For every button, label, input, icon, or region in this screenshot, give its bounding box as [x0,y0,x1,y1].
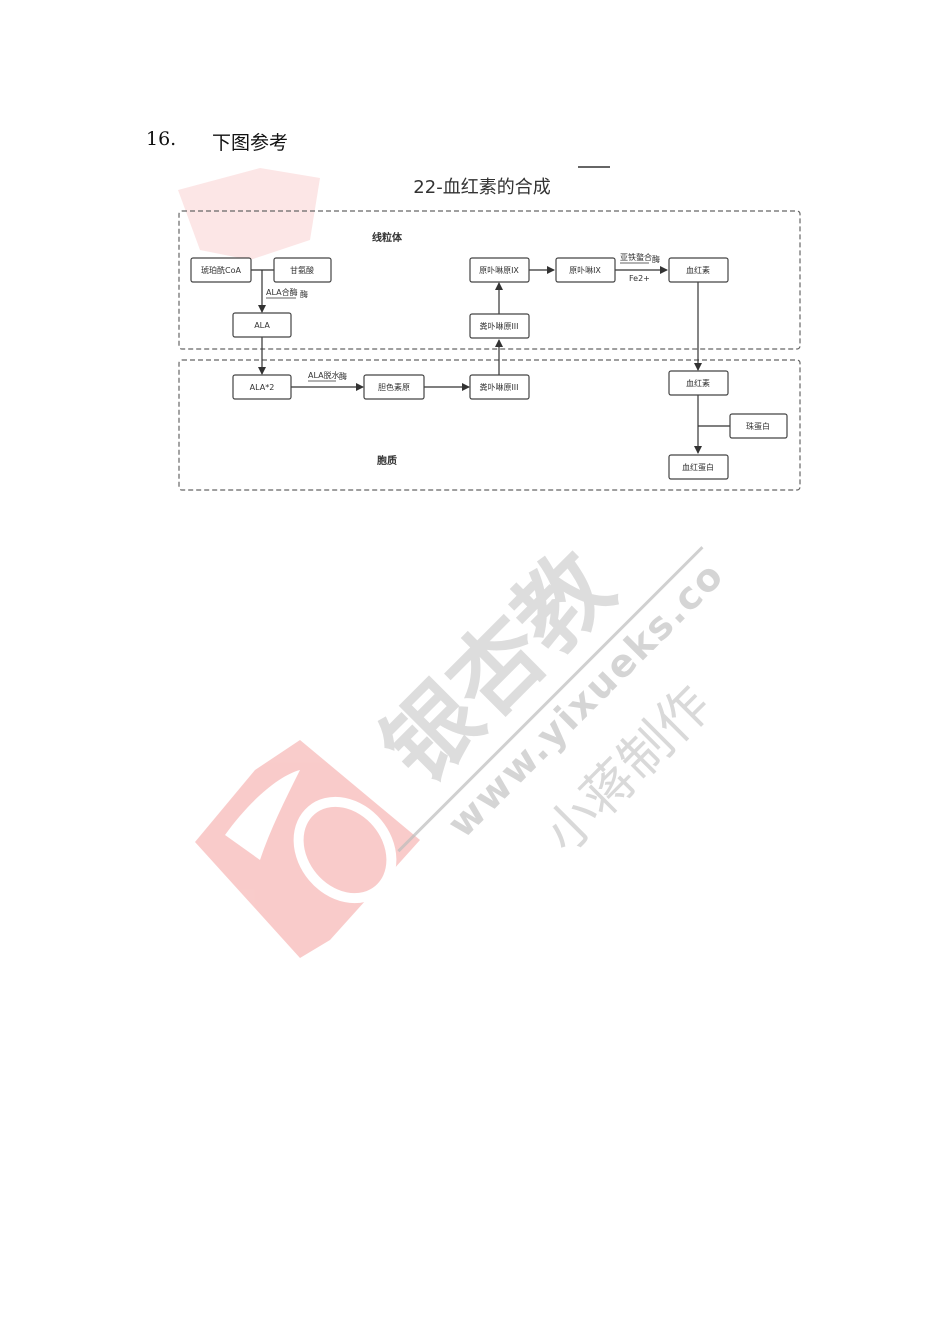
svg-text:琥珀酰CoA: 琥珀酰CoA [201,265,241,275]
watermark-logo-top [178,168,320,260]
node-coproporphyrinogen-mito: 粪卟啉原III [469,313,530,339]
node-protoporphyrin: 原卟啉IX [555,257,616,283]
svg-text:甘氨酸: 甘氨酸 [290,265,314,275]
node-heme-cyto: 血红素 [668,370,729,396]
node-succinyl-coa: 琥珀酰CoA [190,257,252,283]
question-text: 下图参考 [212,132,289,154]
edges [251,266,730,454]
mitochondria-label: 线粒体 [372,231,403,244]
watermark: 银杏教 www.yixueks.co 小蒋制作 [195,532,733,958]
edge-labels: ALA合酶 酶 ALA脱水 酶 亚铁螯合 酶 Fe2+ [266,252,660,382]
label-ferrochelatase: 亚铁螯合 [620,252,652,262]
node-ala-mito: ALA [232,312,292,338]
svg-text:ALA*2: ALA*2 [250,383,275,392]
node-glycine: 甘氨酸 [273,257,332,283]
label-enzyme-1: 酶 [300,289,308,299]
svg-text:粪卟啉原III: 粪卟啉原III [479,382,518,392]
svg-text:血红素: 血红素 [686,265,710,275]
question-number: 16. [146,128,177,150]
node-protoporphyrinogen: 原卟啉原IX [469,257,530,283]
svg-text:粪卟啉原III: 粪卟啉原III [479,321,518,331]
node-ala2: ALA*2 [232,374,292,400]
node-porphobilinogen: 胆色素原 [363,374,425,400]
svg-text:胆色素原: 胆色素原 [378,382,410,392]
svg-text:珠蛋白: 珠蛋白 [746,421,770,431]
node-coproporphyrinogen-cyto: 粪卟啉原III [469,374,530,400]
label-enzyme-2: 酶 [339,371,347,381]
svg-text:原卟啉原IX: 原卟啉原IX [479,265,519,275]
watermark-logo [195,740,420,958]
node-hemoglobin: 血红蛋白 [668,454,729,480]
cytoplasm-region [178,359,801,491]
svg-text:血红素: 血红素 [686,378,710,388]
svg-text:原卟啉IX: 原卟啉IX [569,265,601,275]
node-heme-mito: 血红素 [668,257,729,283]
label-enzyme-3: 酶 [652,254,660,264]
cytoplasm-label: 胞质 [376,454,397,467]
diagram-title: 22-血红素的合成 [413,177,550,198]
svg-text:血红蛋白: 血红蛋白 [682,462,714,472]
watermark-rule [397,546,704,853]
node-globin: 珠蛋白 [729,413,788,439]
label-ala-dehydratase: ALA脱水 [308,370,340,380]
mitochondria-region [178,210,801,350]
label-ala-synthase: ALA合酶 [266,287,298,297]
label-iron: Fe2+ [629,274,650,283]
nodes: 琥珀酰CoA 甘氨酸 ALA ALA*2 胆色素原 粪卟啉原III 粪卟啉原II… [190,257,788,480]
svg-text:ALA: ALA [254,321,270,330]
